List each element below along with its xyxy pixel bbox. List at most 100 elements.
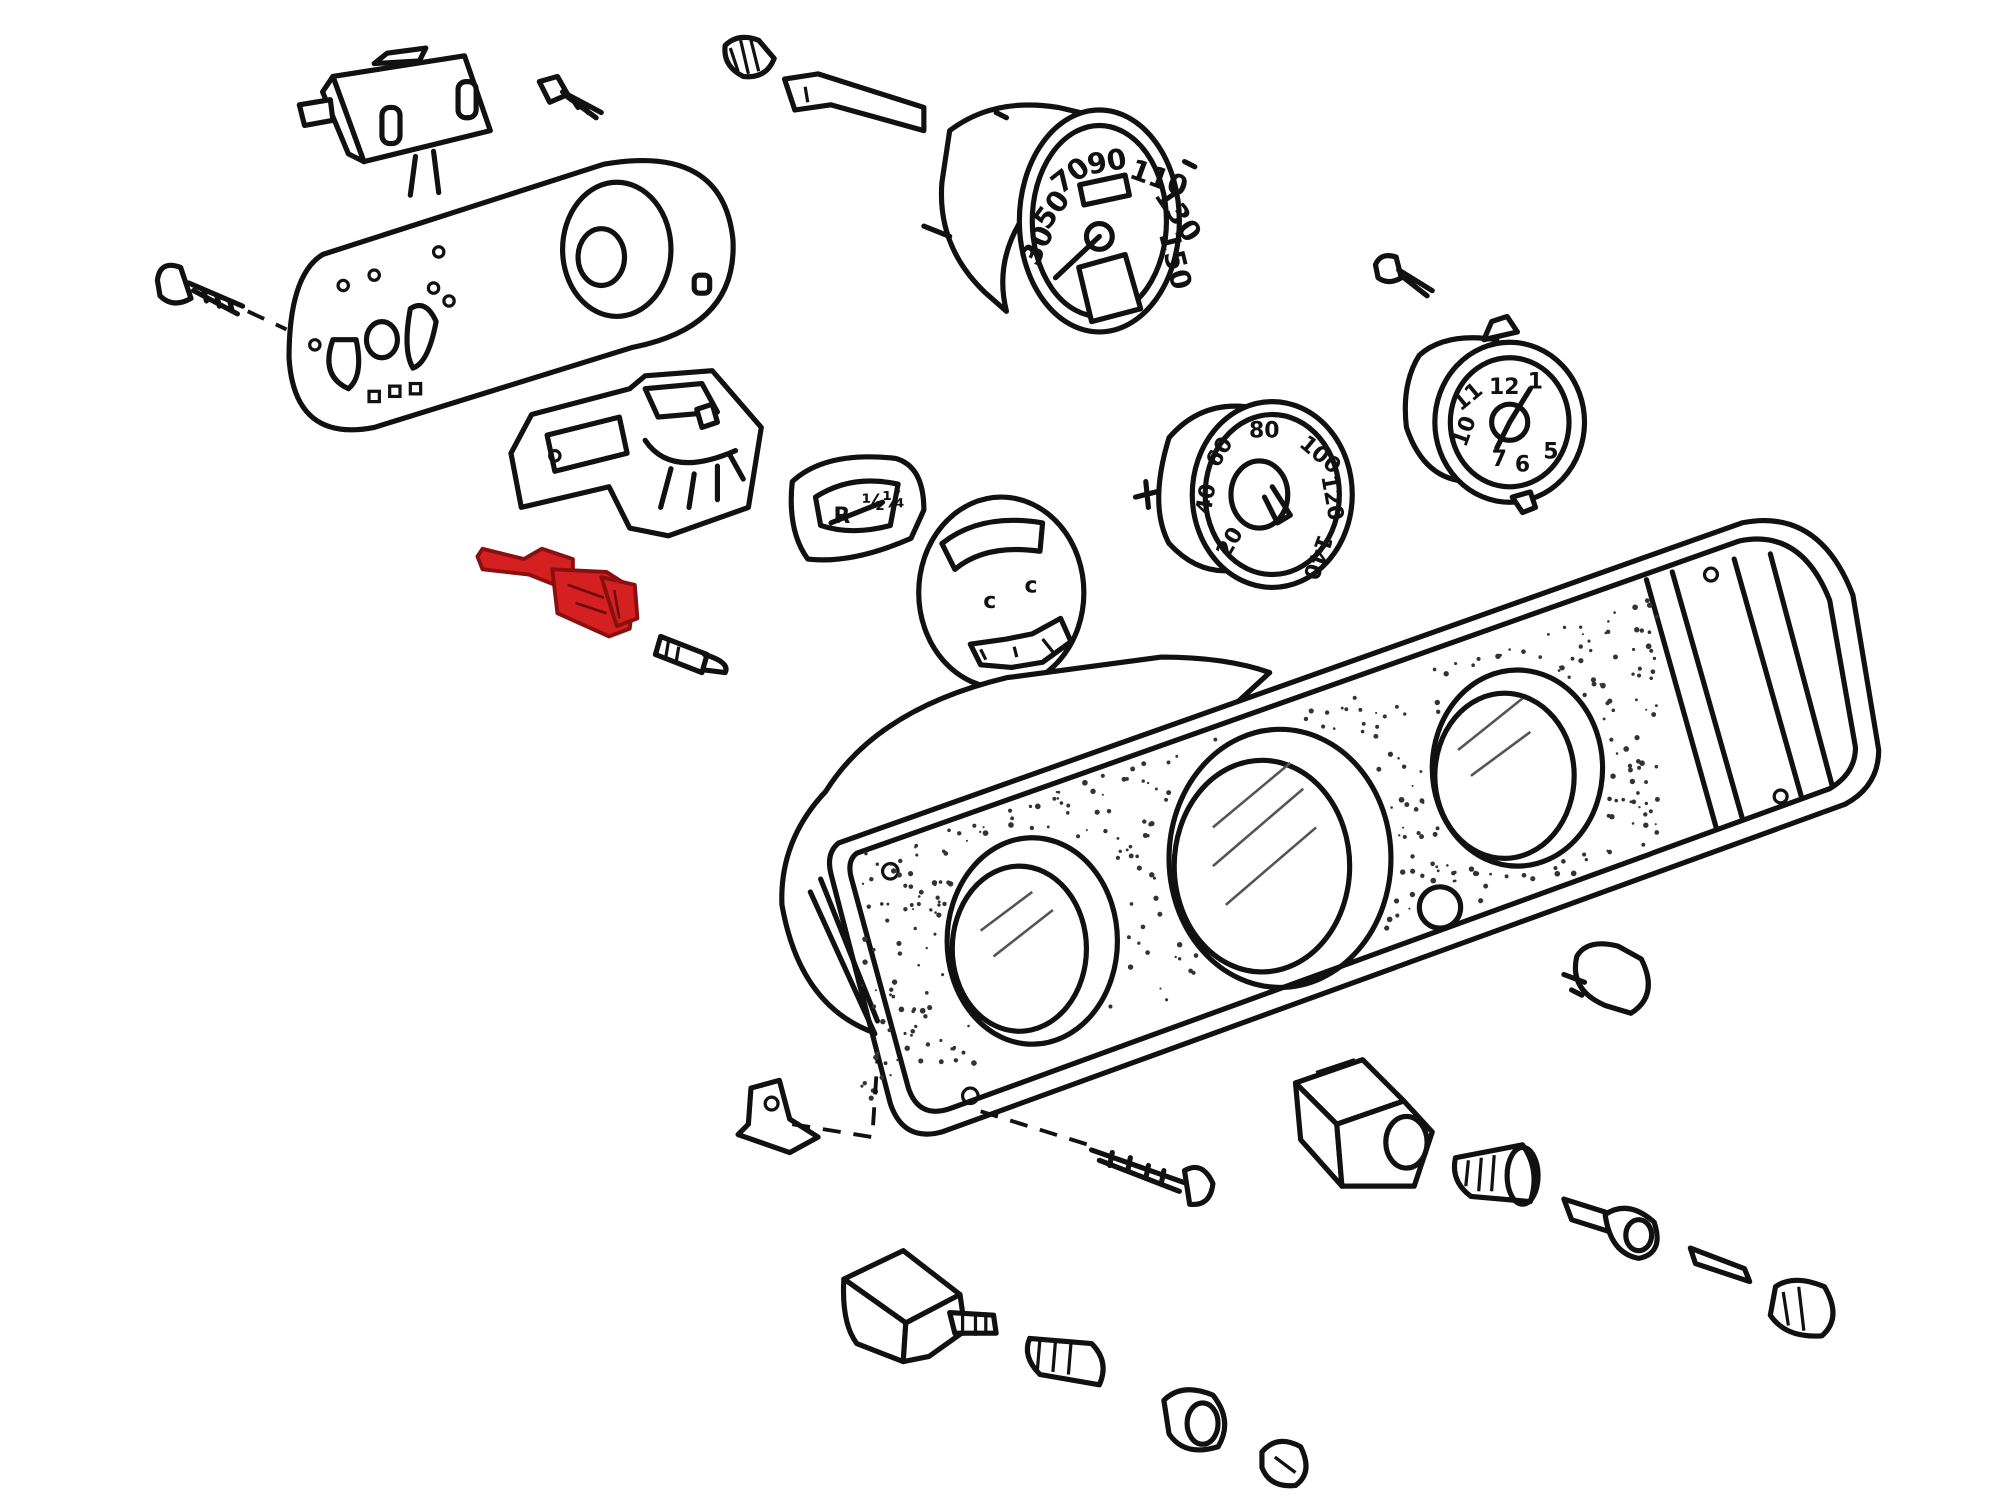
texture-speck bbox=[875, 1051, 880, 1056]
texture-speck bbox=[874, 989, 878, 992]
warning-light-bulb-socket[interactable] bbox=[475, 546, 640, 639]
speedometer: 30 50 70 90 110 130 150 bbox=[921, 102, 1208, 335]
texture-speck bbox=[862, 1080, 867, 1086]
texture-speck bbox=[1521, 649, 1526, 654]
texture-speck bbox=[934, 911, 937, 914]
texture-speck bbox=[1530, 876, 1536, 882]
texture-speck bbox=[1213, 737, 1218, 742]
texture-speck bbox=[941, 849, 946, 854]
housing-screw bbox=[980, 1109, 1216, 1208]
texture-speck bbox=[1546, 632, 1550, 636]
texture-speck bbox=[1308, 708, 1314, 714]
texture-speck bbox=[909, 903, 914, 907]
clock-5: 5 bbox=[1543, 439, 1558, 464]
texture-speck bbox=[1137, 941, 1141, 945]
switch-shaft bbox=[1561, 1196, 1660, 1261]
texture-speck bbox=[1382, 714, 1387, 719]
warning-indicator-plate: c c bbox=[916, 494, 1087, 691]
texture-speck bbox=[1130, 766, 1136, 772]
texture-speck bbox=[1066, 803, 1071, 808]
texture-speck bbox=[1432, 667, 1437, 672]
texture-speck bbox=[1361, 721, 1366, 726]
texture-speck bbox=[1631, 672, 1635, 676]
texture-speck bbox=[1521, 872, 1527, 878]
mounting-bracket bbox=[735, 1059, 880, 1156]
panel-screw-left bbox=[154, 262, 288, 332]
texture-speck bbox=[1059, 801, 1064, 805]
texture-speck bbox=[1637, 666, 1642, 671]
texture-speck bbox=[1446, 864, 1449, 867]
small-screw-top bbox=[536, 73, 604, 121]
texture-speck bbox=[1607, 796, 1612, 802]
switch-knob bbox=[1767, 1277, 1836, 1339]
texture-speck bbox=[1125, 848, 1129, 852]
texture-speck bbox=[1649, 648, 1654, 653]
texture-speck bbox=[908, 871, 914, 877]
texture-speck bbox=[862, 936, 868, 942]
texture-speck bbox=[1398, 796, 1405, 803]
texture-speck bbox=[971, 1060, 977, 1066]
texture-speck bbox=[1384, 925, 1390, 931]
texture-speck bbox=[1402, 826, 1405, 829]
texture-speck bbox=[1065, 811, 1070, 815]
texture-speck bbox=[972, 823, 977, 828]
texture-speck bbox=[1141, 761, 1147, 767]
texture-speck bbox=[1128, 853, 1134, 859]
texture-speck bbox=[1634, 698, 1638, 702]
texture-speck bbox=[1175, 754, 1179, 758]
texture-speck bbox=[933, 932, 937, 936]
texture-speck bbox=[1637, 765, 1642, 770]
texture-speck bbox=[903, 1031, 907, 1036]
texture-speck bbox=[1590, 677, 1596, 683]
texture-speck bbox=[916, 902, 921, 907]
texture-speck bbox=[1504, 874, 1509, 879]
texture-speck bbox=[1174, 955, 1177, 959]
texture-speck bbox=[1344, 707, 1349, 712]
texture-speck bbox=[979, 830, 982, 834]
texture-speck bbox=[1435, 865, 1439, 869]
texture-speck bbox=[941, 973, 945, 977]
texture-speck bbox=[936, 912, 942, 918]
small-screw-right bbox=[1372, 253, 1435, 299]
texture-speck bbox=[908, 884, 914, 889]
texture-speck bbox=[1103, 828, 1108, 834]
texture-speck bbox=[898, 858, 903, 864]
texture-speck bbox=[1508, 648, 1511, 651]
texture-speck bbox=[937, 900, 941, 904]
texture-speck bbox=[1621, 797, 1626, 802]
texture-speck bbox=[1408, 907, 1411, 910]
texture-speck bbox=[1108, 1004, 1113, 1009]
texture-speck bbox=[1468, 866, 1475, 872]
texture-speck bbox=[1478, 898, 1484, 904]
texture-speck bbox=[1149, 872, 1155, 878]
instrument-cluster-housing bbox=[779, 518, 1882, 1137]
texture-speck bbox=[1654, 823, 1657, 826]
texture-speck bbox=[880, 1018, 886, 1025]
texture-speck bbox=[1076, 834, 1081, 839]
texture-speck bbox=[880, 902, 884, 906]
texture-speck bbox=[1607, 620, 1610, 623]
texture-speck bbox=[1629, 778, 1636, 785]
texture-speck bbox=[1609, 737, 1614, 742]
texture-speck bbox=[1152, 876, 1156, 880]
texture-speck bbox=[1644, 598, 1650, 603]
texture-speck bbox=[1652, 656, 1657, 661]
light-switch bbox=[1292, 1057, 1435, 1189]
texture-speck bbox=[1557, 669, 1561, 672]
texture-speck bbox=[1641, 842, 1646, 847]
texture-speck bbox=[1643, 822, 1649, 828]
texture-speck bbox=[1090, 788, 1096, 795]
texture-speck bbox=[1567, 675, 1571, 679]
texture-speck bbox=[1373, 733, 1379, 739]
texture-speck bbox=[1046, 825, 1050, 829]
texture-speck bbox=[1055, 790, 1059, 794]
texture-speck bbox=[925, 991, 929, 995]
texture-speck bbox=[1127, 964, 1134, 970]
svg-text:c: c bbox=[983, 589, 996, 614]
texture-speck bbox=[1627, 767, 1633, 773]
texture-speck bbox=[1403, 712, 1407, 716]
texture-speck bbox=[1118, 849, 1122, 853]
texture-speck bbox=[1420, 873, 1425, 878]
texture-speck bbox=[1604, 631, 1608, 635]
texture-speck bbox=[904, 1045, 910, 1051]
